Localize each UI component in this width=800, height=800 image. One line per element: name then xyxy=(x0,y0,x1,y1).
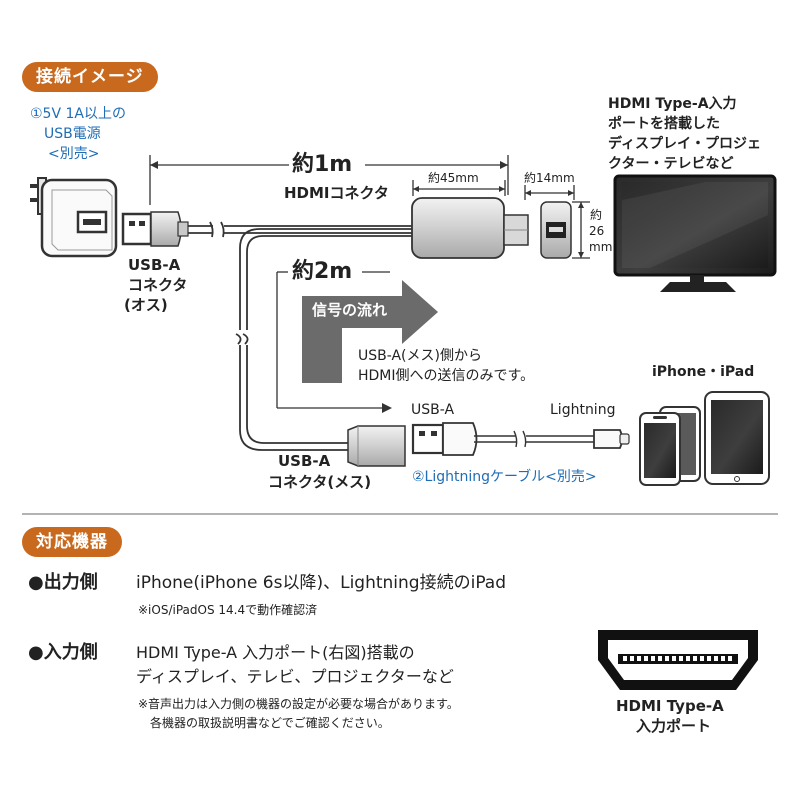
dimension-lines xyxy=(149,155,590,409)
dimension-arrowheads xyxy=(150,161,584,413)
ipad-icon xyxy=(704,391,770,485)
charger-label-line1: ①5V 1A以上の xyxy=(30,106,126,122)
monitor-icon xyxy=(613,174,777,292)
output-note: ※iOS/iPadOS 14.4で動作確認済 xyxy=(138,603,318,617)
usb-a-female-label-line1: USB-A xyxy=(278,452,331,470)
dim-26mm-label-line2: 26 xyxy=(589,224,605,238)
input-title: ●入力側 xyxy=(28,642,98,663)
hdmi-connector-label: HDMIコネクタ xyxy=(284,184,389,202)
display-label-line1: HDMI Type-A入力 xyxy=(608,96,737,112)
input-note-line1: ※音声出力は入力側の機器の設定が必要な場合があります。 xyxy=(138,697,459,711)
display-label-line4: クター・テレビなど xyxy=(608,156,734,172)
dim-14mm-label: 約14mm xyxy=(524,171,575,185)
output-title: ●出力側 xyxy=(28,572,98,593)
hdmi-connector-icon xyxy=(411,197,529,259)
signal-note-line2: HDMI側への送信のみです。 xyxy=(358,368,535,384)
usb-a-female-label-line2: コネクタ(メス) xyxy=(268,473,372,491)
usb-a-male-label-line3: (オス) xyxy=(124,296,168,314)
usb-power-adapter-icon xyxy=(30,177,118,258)
input-note-line2: 各機器の取扱説明書などでご確認ください。 xyxy=(150,716,390,730)
length-2m-label: 約2m xyxy=(292,259,353,284)
output-text: iPhone(iPhone 6s以降)、Lightning接続のiPad xyxy=(136,573,507,593)
charger-label-line3: <別売> xyxy=(48,146,100,162)
lightning-cable-label: ②Lightningケーブル<別売> xyxy=(412,469,597,485)
iphone-icon xyxy=(639,406,701,486)
input-text-line1: HDMI Type-A 入力ポート(右図)搭載の xyxy=(136,643,415,662)
dim-26mm-label-line3: mm xyxy=(589,240,613,254)
hdmi-port-icon xyxy=(598,630,758,690)
iphone-ipad-label: iPhone・iPad xyxy=(652,364,755,380)
display-label-line3: ディスプレイ・プロジェ xyxy=(608,136,762,152)
usb-a-male-plug-icon xyxy=(121,211,189,247)
lightning-label: Lightning xyxy=(550,402,616,418)
port-label-line1: HDMI Type-A xyxy=(616,697,724,715)
usb-a-plug-label: USB-A xyxy=(411,402,455,418)
connection-heading: 接続イメージ xyxy=(22,62,158,92)
input-text-line2: ディスプレイ、テレビ、プロジェクターなど xyxy=(136,667,454,686)
hdmi-cable xyxy=(188,221,413,451)
port-label-line2: 入力ポート xyxy=(636,717,712,735)
length-1m-label: 約1m xyxy=(292,152,353,177)
charger-label-line2: USB電源 xyxy=(44,126,101,142)
dim-26mm-label-line1: 約 xyxy=(590,208,603,222)
lightning-cable-icon xyxy=(411,422,630,456)
usb-a-male-label-line1: USB-A xyxy=(128,256,181,274)
signal-note-line1: USB-A(メス)側から xyxy=(358,348,482,364)
usb-a-female-connector-icon xyxy=(347,425,406,467)
signal-flow-label: 信号の流れ xyxy=(312,301,388,319)
hdmi-plug-end-view-icon xyxy=(540,201,572,259)
display-label-line2: ポートを搭載した xyxy=(608,116,720,132)
usb-a-male-label-line2: コネクタ xyxy=(128,276,188,294)
signal-flow-arrow xyxy=(302,280,438,383)
dim-45mm-label: 約45mm xyxy=(428,171,479,185)
compat-heading: 対応機器 xyxy=(22,527,122,557)
